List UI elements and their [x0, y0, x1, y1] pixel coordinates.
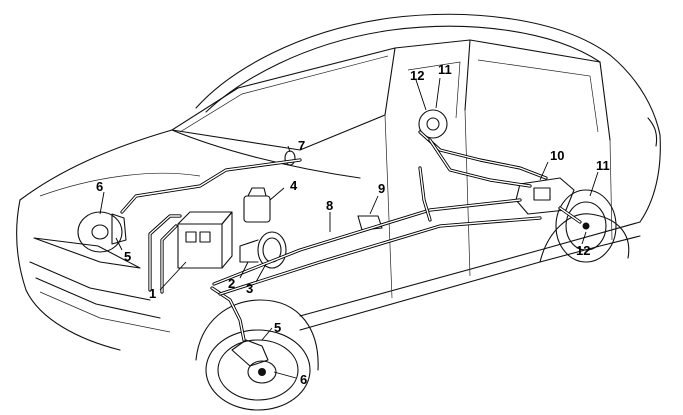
front-right-wheel: [205, 329, 311, 411]
callout-4: 4: [290, 178, 298, 193]
abs-hydraulic-unit: [177, 211, 233, 269]
pedal-switch: [357, 215, 383, 231]
rear-left-disc: [418, 109, 448, 139]
callout-1: 1: [149, 286, 156, 301]
callout-7: 7: [298, 138, 305, 153]
fluid-reservoir: [243, 187, 271, 223]
front-left-disc: [77, 211, 127, 253]
callout-11-rear-right: 11: [596, 158, 610, 173]
callout-12-rear-right: 12: [576, 243, 590, 258]
callout-10: 10: [550, 148, 564, 163]
callout-9: 9: [378, 181, 385, 196]
car-body: [16, 13, 661, 371]
callout-11-rear-left: 11: [438, 62, 452, 77]
rear-brake-valve: [515, 177, 575, 215]
callout-6-front-left: 6: [96, 179, 103, 194]
callout-5-front-left: 5: [124, 249, 131, 264]
brake-servo: [239, 231, 287, 269]
leader-lines: [99, 77, 599, 379]
callout-labels: 1 2 3 4 5 5 6 6 7 8 9 10 11 11 12 12: [96, 62, 610, 387]
brake-pipes: [120, 130, 582, 342]
callout-6-front-right: 6: [300, 372, 307, 387]
callout-3: 3: [246, 281, 253, 296]
callout-12-rear-left: 12: [410, 68, 424, 83]
rear-right-wheel: [555, 189, 617, 263]
callout-2: 2: [228, 276, 235, 291]
callout-5-front-right: 5: [274, 320, 281, 335]
callout-8: 8: [326, 198, 333, 213]
